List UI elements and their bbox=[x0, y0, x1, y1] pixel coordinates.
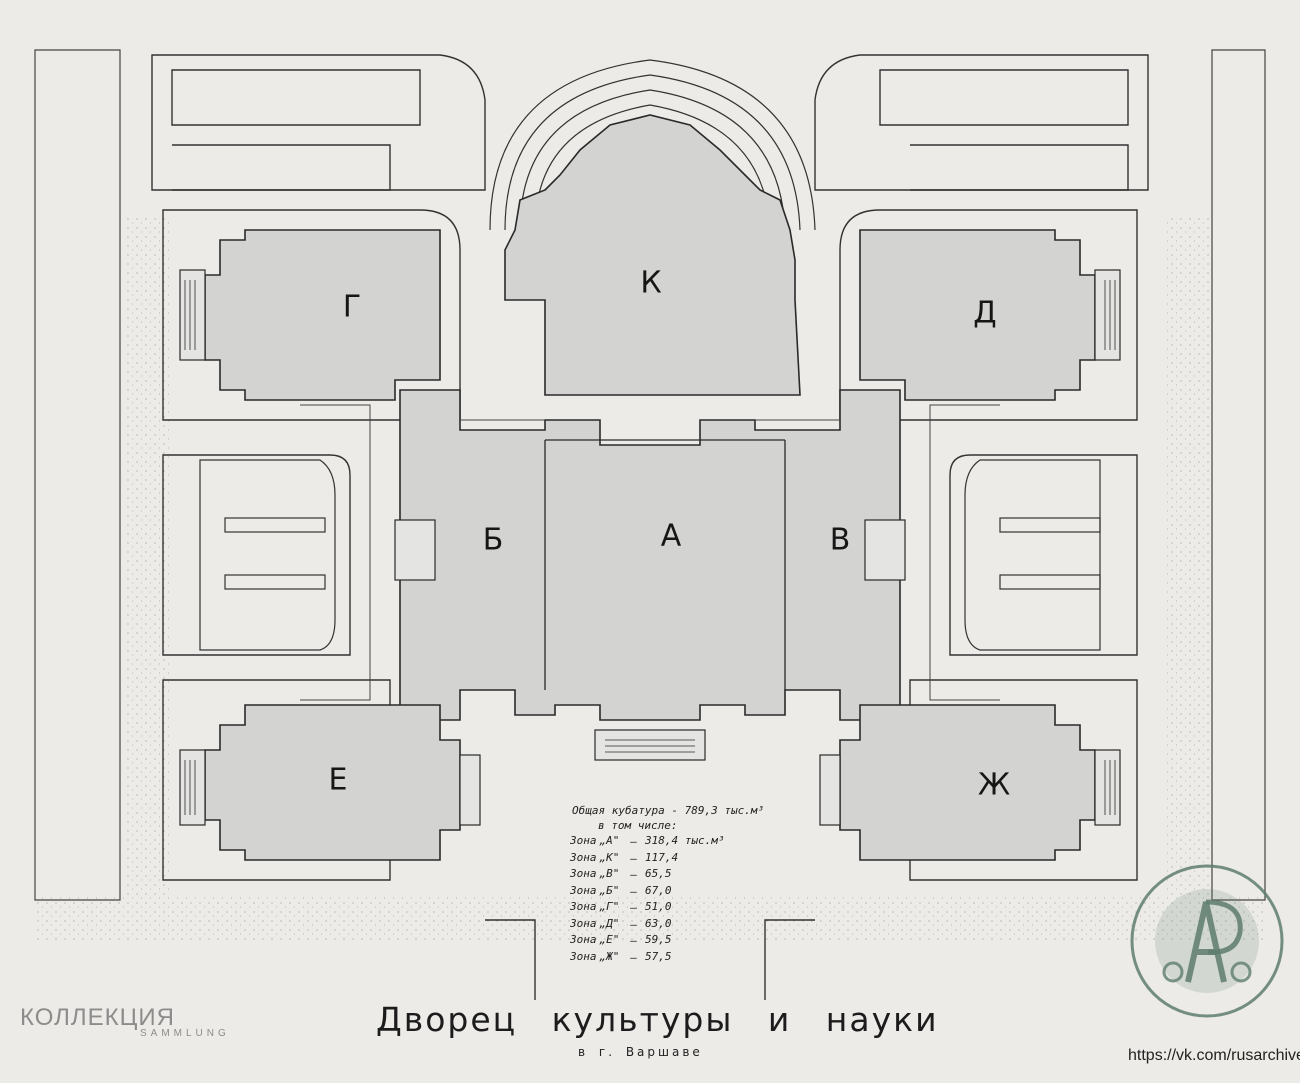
walkways bbox=[300, 404, 1000, 701]
legend-row: Зона„Б" — 67,0 bbox=[570, 884, 727, 901]
amphitheatre bbox=[489, 59, 816, 231]
legend-row-dash: — bbox=[630, 917, 637, 931]
legend-row-label: Зона bbox=[570, 834, 597, 847]
legend-row-label: Зона bbox=[570, 949, 597, 963]
legend-row-value: 67,0 bbox=[645, 883, 672, 897]
legend-row-label: Зона bbox=[570, 900, 597, 913]
legend-row-dash: — bbox=[630, 950, 637, 964]
legend-row: Зона„Ж" — 57,5 bbox=[570, 950, 727, 967]
zone-divisions bbox=[544, 439, 786, 690]
legend-row-label: Зона bbox=[570, 916, 597, 930]
zone-v-label: В bbox=[829, 522, 851, 558]
legend-row-value: 51,0 bbox=[645, 900, 672, 913]
watermark-url[interactable]: https://vk.com/rusarchives bbox=[1128, 1047, 1300, 1064]
legend-row-zone: „В" bbox=[599, 867, 620, 880]
legend-row: Зона„В" — 65,5 bbox=[570, 867, 727, 884]
zone-a-label: А bbox=[660, 518, 682, 554]
legend-row-value: 65,5 bbox=[645, 867, 672, 880]
volume-legend: Общая кубатура - 789,3 тыс.м³ в том числ… bbox=[570, 804, 800, 966]
porticos bbox=[179, 269, 1121, 826]
legend-row: Зона„Г" — 51,0 bbox=[570, 900, 727, 917]
step-lines bbox=[184, 280, 1116, 815]
legend-row-dash: — bbox=[630, 934, 637, 947]
legend-row-dash: — bbox=[630, 835, 637, 848]
zone-d-label: Д bbox=[973, 295, 997, 331]
legend-row-dash: — bbox=[630, 851, 637, 865]
legend-subheader: в том числе: bbox=[598, 818, 678, 832]
legend-row: Зона„Д" — 63,0 bbox=[570, 917, 727, 934]
legend-row-zone: „Г" bbox=[599, 900, 620, 913]
legend-row-value: 63,0 bbox=[645, 916, 672, 930]
watermark-sammlung: SAMMLUNG bbox=[140, 1028, 230, 1039]
legend-row-label: Зона bbox=[570, 867, 597, 880]
zone-e-label: Е bbox=[328, 762, 348, 798]
palace-building bbox=[204, 114, 1096, 861]
parcels bbox=[151, 54, 1149, 1000]
legend-row-zone: „Д" bbox=[599, 916, 620, 930]
legend-row: Зона„К" — 117,4 bbox=[570, 851, 727, 868]
legend-row-zone: „Е" bbox=[599, 933, 620, 946]
legend-row-dash: — bbox=[630, 901, 637, 914]
legend-row-zone: „К" bbox=[599, 850, 620, 864]
legend-row-value: 117,4 bbox=[645, 850, 679, 864]
drawing-title: Дворец культуры и науки bbox=[376, 1000, 939, 1039]
zone-b-label: Б bbox=[482, 522, 504, 558]
legend-row-zone: „А" bbox=[599, 834, 620, 847]
legend-row: Зона„Е" — 59,5 bbox=[570, 933, 727, 950]
parking-areas bbox=[199, 459, 1101, 651]
legend-row-dash: — bbox=[630, 868, 637, 881]
legend-header: Общая кубатура - 789,3 тыс.м³ bbox=[572, 804, 765, 817]
zone-zh-label: Ж bbox=[977, 767, 1011, 803]
zone-k-label: К bbox=[640, 265, 662, 301]
collection-watermark: КОЛЛЕКЦИЯ SAMMLUNG bbox=[20, 1004, 230, 1039]
watermark-collection: КОЛЛЕКЦИЯ bbox=[20, 1004, 175, 1031]
legend-row-zone: „Б" bbox=[599, 883, 620, 897]
zone-g-label: Г bbox=[342, 289, 362, 325]
legend-row-label: Зона bbox=[570, 933, 597, 946]
legend-row-zone: „Ж" bbox=[599, 949, 620, 963]
legend-row-value: 57,5 bbox=[645, 949, 672, 963]
legend-row-label: Зона bbox=[570, 883, 597, 897]
legend-row: Зона„А" — 318,4 тыс.м³ bbox=[570, 834, 727, 851]
legend-row-value: 59,5 bbox=[645, 933, 672, 946]
legend-row-label: Зона bbox=[570, 850, 597, 864]
legend-row-dash: — bbox=[630, 884, 637, 898]
legend-row-value: 318,4 тыс.м³ bbox=[645, 834, 725, 847]
archive-seal bbox=[1130, 864, 1284, 1018]
drawing-subtitle: в г. Варшаве bbox=[578, 1045, 703, 1059]
